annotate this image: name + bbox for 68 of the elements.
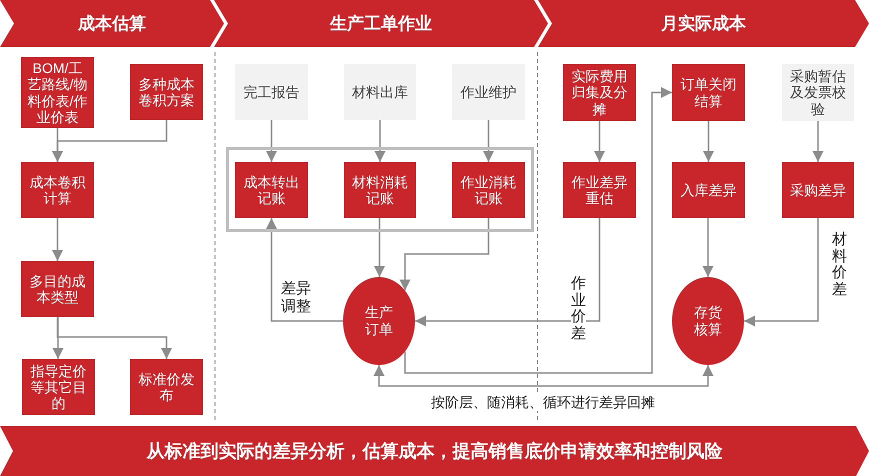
arrow — [703, 121, 714, 162]
arrow — [374, 120, 386, 162]
process-box — [21, 162, 94, 218]
header-title: 成本估算 — [78, 12, 146, 35]
ellipse-label: 存货核算 — [694, 304, 722, 338]
chevron-header — [0, 0, 224, 47]
box-label: 标准价发布 — [138, 370, 196, 404]
box-label: 入库差异 — [680, 182, 736, 198]
arrow — [404, 87, 672, 374]
arrow — [744, 218, 819, 326]
arrow — [52, 317, 64, 359]
box-label: 作业维护 — [460, 84, 516, 100]
source-box — [782, 64, 854, 121]
header-title: 月实际成本 — [661, 12, 746, 35]
box-label: 作业消耗记账 — [460, 174, 518, 206]
process-box — [672, 162, 745, 218]
box-label: 多目的成本类型 — [28, 272, 86, 306]
box-label: 多种成本卷积方案 — [138, 76, 196, 108]
chevron-banner — [0, 426, 869, 476]
arrow — [52, 120, 168, 162]
double-arrow — [374, 365, 714, 387]
process-box — [235, 162, 308, 218]
arrow — [266, 120, 277, 162]
ellipse-label: 生产订单 — [365, 304, 393, 338]
box-label: 材料消耗记账 — [351, 174, 409, 206]
process-box — [672, 64, 745, 121]
box-label: 实际费用归集及分摊 — [570, 68, 628, 117]
process-box — [563, 162, 636, 218]
source-box — [235, 64, 308, 120]
process-box — [130, 359, 203, 415]
source-box — [452, 64, 525, 120]
process-box — [130, 64, 203, 120]
process-box — [563, 64, 636, 121]
box-label: 成本卷积计算 — [28, 174, 86, 206]
chevron-header — [214, 0, 548, 47]
header-title: 生产工单作业 — [330, 12, 432, 35]
edge-label: 差异调整 — [281, 280, 311, 316]
process-box — [452, 162, 525, 218]
process-box — [22, 359, 95, 415]
banner-title: 从标准到实际的差异分析，估算成本，提高销售底价申请效率和控制风险 — [146, 440, 722, 462]
box-label: 成本转出记账 — [242, 174, 300, 206]
box-label: BOM/工艺路线/物料价表/作业价表 — [26, 60, 88, 125]
arrow — [266, 218, 343, 322]
arrow — [374, 218, 385, 277]
chevron-header — [538, 0, 869, 47]
box-label: 采购差异 — [790, 182, 846, 198]
edge-label: 作业价差 — [571, 276, 586, 342]
arrow — [52, 218, 63, 261]
edge-label: 材料价差 — [832, 232, 847, 298]
box-label: 采购暂估及发票校验 — [789, 68, 847, 117]
box-label: 作业差异重估 — [570, 174, 628, 206]
arrow — [56, 317, 172, 359]
arrow — [702, 218, 714, 277]
arrow — [812, 121, 824, 162]
process-box — [344, 162, 416, 218]
arrow — [400, 218, 490, 291]
process-box — [21, 57, 94, 128]
arrow — [415, 218, 600, 326]
box-label: 指导定价等其它目的 — [30, 362, 88, 412]
process-box — [782, 162, 854, 218]
box-label: 材料出库 — [352, 84, 408, 100]
arrow — [483, 120, 494, 162]
arrow — [594, 121, 605, 162]
source-box — [344, 64, 416, 120]
box-label: 完工报告 — [244, 84, 300, 100]
process-box — [21, 261, 94, 317]
box-label: 订单关闭结算 — [680, 76, 738, 109]
group-frame — [226, 147, 534, 232]
